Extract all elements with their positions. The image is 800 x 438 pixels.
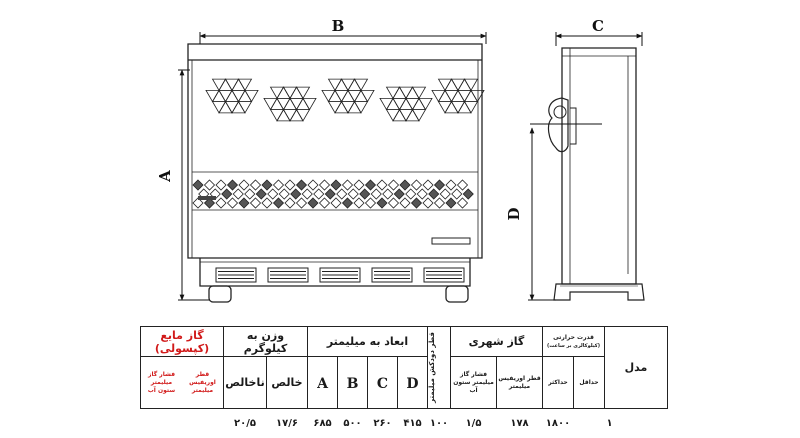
city-gas-orifice-header: قطر اوریفیس میلیمتر (498, 374, 541, 390)
a-value-cell: ۶۸۵ (313, 418, 332, 430)
city-gas-pressure-cell: فشار گاز میلیمتر ستون آب (450, 356, 497, 409)
col-b-header: B (337, 356, 368, 409)
heat-capacity-sub: (کیلوکالری بر ساعت) (546, 342, 601, 349)
net-header: خالص (271, 376, 303, 389)
net-value-cell: ۱۷/۶ (276, 418, 298, 430)
lpg-header-cell: گاز مایع (کپسولی) (140, 326, 224, 357)
city-gas-header-cell: گاز شهری (450, 326, 543, 357)
dimension-a (178, 69, 210, 301)
lpg-value-cell (141, 409, 224, 433)
city-orifice-value-cell: ۱۷۸ (510, 418, 529, 430)
dimension-d-label: D (505, 207, 523, 220)
dimension-b-label: B (332, 17, 345, 35)
triangle-cluster (379, 86, 433, 122)
dimensions-header-cell: ابعاد به میلیمتر (307, 326, 428, 357)
city-pressure-value-cell: ۱/۵ (465, 418, 482, 430)
vent-grille (371, 267, 413, 283)
col-c-header: C (367, 356, 398, 409)
triangle-cluster (205, 78, 259, 114)
gross-header: ناخالص (225, 376, 265, 389)
gross-value-cell: ۲۰/۵ (234, 418, 256, 430)
min-header: حداقل (579, 378, 599, 386)
flue-header: قطر دودکش میلیمتر (428, 332, 436, 403)
min-header-cell: حداقل (573, 356, 605, 409)
heater-technical-drawing: B A C D (156, 17, 645, 303)
max-header-cell: حداکثر (542, 356, 574, 409)
col-a-header: A (307, 356, 338, 409)
weight-header-cell: وزن به کیلوگرم (223, 326, 308, 357)
dimension-d (528, 127, 556, 301)
flue-value-cell: ۱۰۰ (429, 418, 449, 430)
model-header-cell: مدل (604, 326, 668, 409)
flue-header-cell: قطر دودکش میلیمتر (427, 326, 451, 409)
dimension-c-label: C (592, 17, 604, 35)
city-gas-pressure-header: فشار گاز میلیمتر ستون آب (453, 370, 494, 394)
vent-grille (215, 267, 257, 283)
city-gas-header: گاز شهری (468, 335, 525, 348)
net-header-cell: خالص (266, 356, 308, 409)
triangle-cluster (263, 86, 317, 122)
model-value-cell: ۱ (606, 418, 613, 430)
min-value-cell (574, 409, 605, 433)
lpg-pressure-header: فشار گاز میلیمتر ستون آب (147, 370, 176, 394)
dimensions-header: ابعاد به میلیمتر (326, 335, 409, 348)
lpg-orifice-header: قطر اوریفیس میلیمتر (189, 370, 216, 394)
side-view (547, 47, 645, 301)
vent-grille (423, 267, 465, 283)
dimension-c (555, 32, 643, 46)
weight-header: وزن به کیلوگرم (243, 328, 288, 355)
city-gas-orifice-cell: قطر اوریفیس میلیمتر (496, 356, 543, 409)
triangle-cluster (321, 78, 375, 114)
spec-table: گاز مایع (کپسولی) وزن به کیلوگرم ابعاد ب… (140, 326, 668, 433)
gross-header-cell: ناخالص (223, 356, 267, 409)
vent-grille (319, 267, 361, 283)
max-header: حداکثر (548, 378, 568, 386)
front-view (187, 43, 485, 303)
triangle-cluster (431, 78, 485, 114)
d-value-cell: ۴۱۵ (403, 418, 422, 430)
b-value-cell: ۵۰۰ (343, 418, 362, 430)
vent-grille (267, 267, 309, 283)
heat-capacity-header-cell: قدرت حرارتی (کیلوکالری بر ساعت) (542, 326, 605, 357)
lpg-header: گاز مایع (کپسولی) (154, 328, 210, 355)
col-d-header: D (397, 356, 428, 409)
dimension-a-label: A (156, 170, 174, 183)
dimension-b (199, 32, 487, 44)
heat-capacity-header: قدرت حرارتی (553, 333, 594, 341)
c-value-cell: ۲۶۰ (373, 418, 392, 430)
model-header: مدل (624, 361, 648, 374)
lpg-sub-cell: فشار گاز میلیمتر ستون آب قطر اوریفیس میل… (140, 356, 224, 409)
max-value-cell: ۱۸۰۰ (545, 418, 571, 430)
